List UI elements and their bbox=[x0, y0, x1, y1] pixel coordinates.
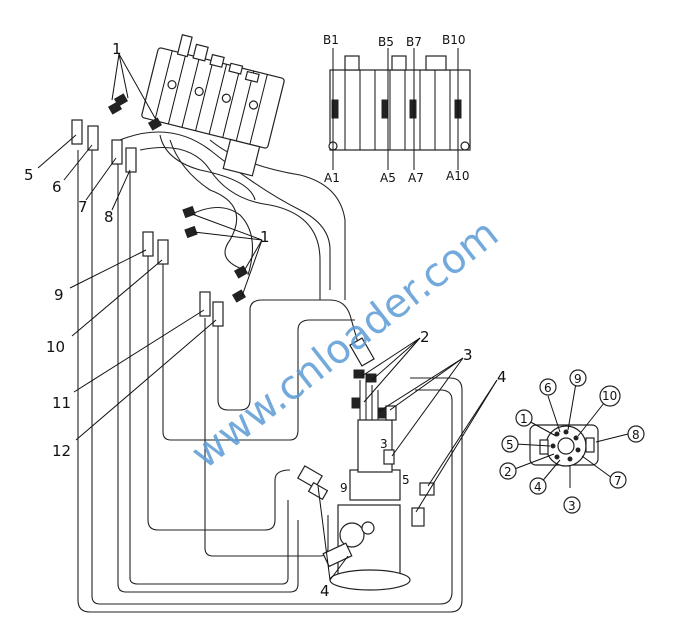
callout-8: 8 bbox=[104, 208, 114, 226]
end-label-10: 10 bbox=[602, 389, 617, 403]
hose-loop-8 bbox=[217, 299, 361, 411]
swivel-upper-body bbox=[349, 469, 401, 501]
leader-lines bbox=[37, 53, 629, 581]
port-label-a1: A1 bbox=[324, 171, 340, 185]
end-label-8: 8 bbox=[632, 428, 640, 442]
callout-10: 10 bbox=[46, 338, 65, 356]
fitting bbox=[184, 225, 198, 239]
end-label-9: 9 bbox=[574, 372, 582, 386]
valve-fittings bbox=[71, 93, 249, 327]
callouts: 1 1 2 3 4 4 5 6 7 8 9 10 11 12 bbox=[24, 40, 507, 600]
joint-port-9: 9 bbox=[340, 481, 348, 495]
hose-valve-drop-1 bbox=[159, 134, 256, 201]
callout-11: 11 bbox=[52, 394, 71, 412]
end-label-2: 2 bbox=[504, 465, 512, 479]
end-label-3: 3 bbox=[568, 499, 576, 513]
hose-loop-3 bbox=[117, 160, 299, 593]
hose-upper-2 bbox=[139, 147, 321, 300]
hose-end bbox=[71, 119, 83, 145]
hose-loop-4 bbox=[129, 165, 289, 585]
port-block bbox=[329, 69, 471, 151]
hose-routing bbox=[77, 131, 463, 613]
callout-7: 7 bbox=[78, 198, 88, 216]
valve-port-detail: B1 B5 B7 B10 A1 A5 A7 A10 bbox=[323, 33, 471, 185]
callout-12: 12 bbox=[52, 442, 71, 460]
port-label-a5: A5 bbox=[380, 171, 396, 185]
hose-loop-2 bbox=[91, 150, 453, 605]
end-view-labels: 1 5 2 4 6 9 10 8 7 3 bbox=[499, 369, 645, 514]
callout-6: 6 bbox=[52, 178, 62, 196]
hose-loop-5 bbox=[147, 255, 291, 531]
control-valve-assembly bbox=[141, 33, 285, 177]
fitting bbox=[147, 117, 163, 131]
callout-9: 9 bbox=[54, 286, 64, 304]
callout-4-bottom: 4 bbox=[320, 582, 330, 600]
end-label-5: 5 bbox=[506, 438, 514, 452]
hose-end bbox=[125, 147, 137, 173]
port-label-b5: B5 bbox=[378, 35, 394, 49]
hose-end bbox=[111, 139, 123, 165]
hose-upper-1 bbox=[119, 131, 331, 290]
hose-upper-4 bbox=[189, 206, 253, 276]
swivel-flange bbox=[329, 569, 411, 591]
hose-loop-6 bbox=[162, 262, 355, 441]
hose-upper-3 bbox=[169, 139, 246, 271]
fitting bbox=[113, 93, 129, 107]
port-label-b7: B7 bbox=[406, 35, 422, 49]
fitting bbox=[182, 205, 196, 219]
hose-outer-loop bbox=[77, 150, 463, 613]
port-label-a7: A7 bbox=[408, 171, 424, 185]
hose-end bbox=[199, 291, 211, 317]
port-label-b1: B1 bbox=[323, 33, 339, 47]
port-label-b10: B10 bbox=[442, 33, 466, 47]
port-label-a10: A10 bbox=[446, 169, 469, 183]
callout-1-top: 1 bbox=[112, 40, 122, 58]
callout-2: 2 bbox=[420, 328, 430, 346]
callout-3: 3 bbox=[463, 346, 473, 364]
joint-port-5: 5 bbox=[402, 473, 410, 487]
joint-port-3: 3 bbox=[380, 437, 388, 451]
end-label-4: 4 bbox=[534, 480, 542, 494]
hose-end bbox=[142, 231, 154, 257]
end-label-1: 1 bbox=[520, 412, 528, 426]
end-label-6: 6 bbox=[544, 381, 552, 395]
hose-end bbox=[212, 301, 224, 327]
hose-end bbox=[87, 125, 99, 151]
callout-4-right: 4 bbox=[497, 368, 507, 386]
end-label-7: 7 bbox=[614, 474, 622, 488]
callout-1-middle: 1 bbox=[260, 228, 270, 246]
callout-5: 5 bbox=[24, 166, 34, 184]
hose-end bbox=[157, 239, 169, 265]
